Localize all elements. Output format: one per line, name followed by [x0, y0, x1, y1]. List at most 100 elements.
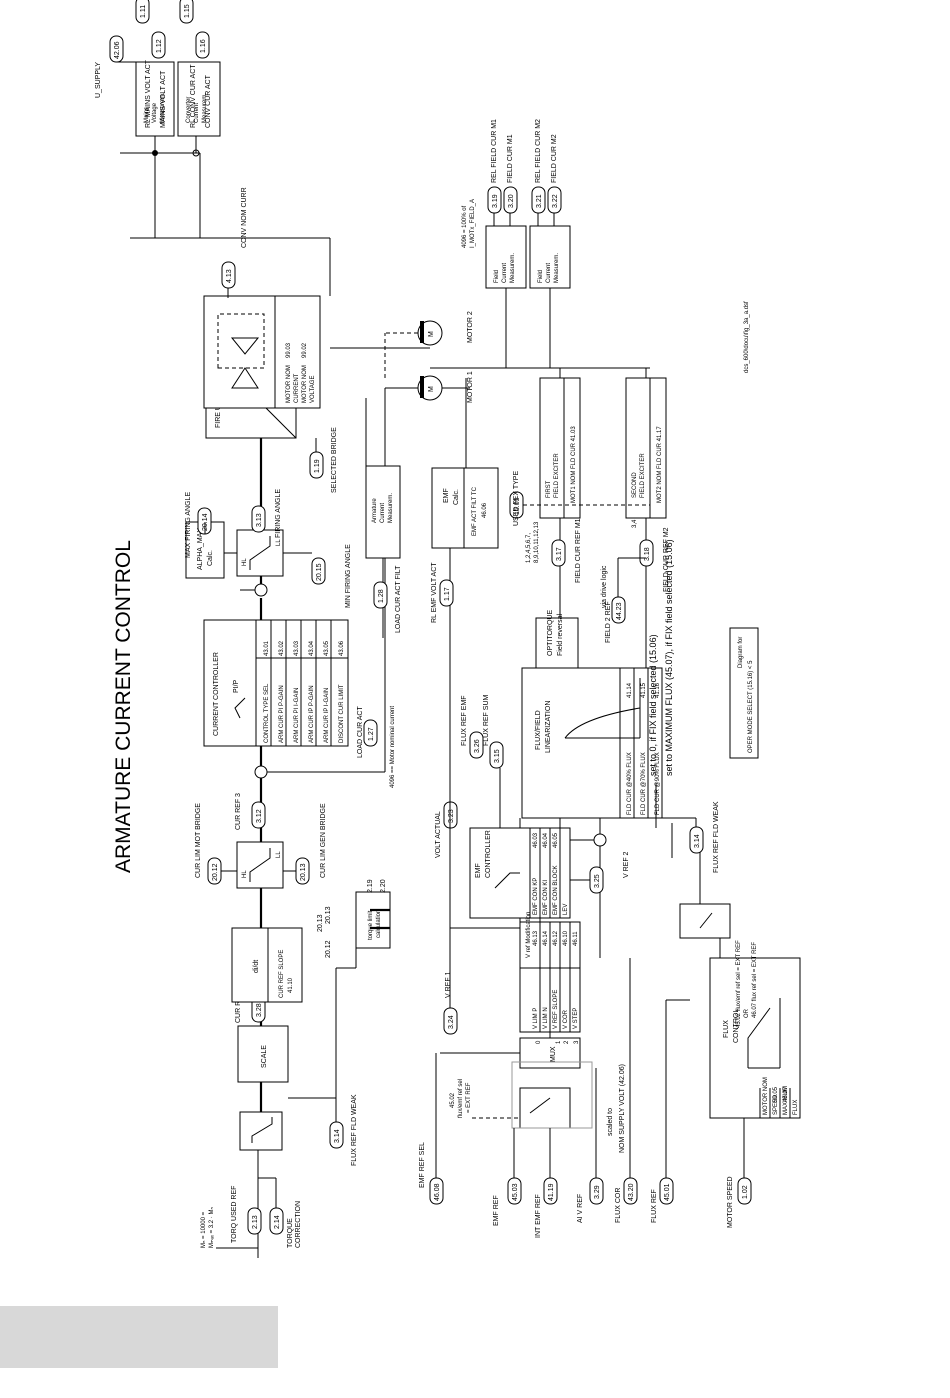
- param-pill[interactable]: 3.24: [443, 1007, 458, 1035]
- mux-grey-frame: [511, 1061, 593, 1129]
- svg-text:1.02: 1.02: [742, 1185, 749, 1199]
- flux-lin-1: FLUX/FIELD: [535, 710, 542, 750]
- param-pill[interactable]: 1.16: [195, 31, 210, 59]
- param-pill[interactable]: 45.03: [507, 1177, 522, 1205]
- param-pill[interactable]: 3.21: [531, 186, 546, 214]
- bridge-dashed: [217, 313, 265, 369]
- param-pill[interactable]: 42.06: [109, 35, 124, 63]
- param-row-name: SPEED: [773, 1094, 779, 1115]
- param-pill[interactable]: 3.12: [251, 801, 266, 829]
- param-pill[interactable]: 3.15: [489, 741, 504, 769]
- param-pill[interactable]: 3.25: [589, 866, 604, 894]
- mux-in-1: 1: [556, 1040, 562, 1044]
- param-pill[interactable]: 3.26: [469, 731, 484, 759]
- diagram-note-box: [729, 627, 759, 759]
- param-pill[interactable]: 2.14: [269, 1207, 284, 1235]
- hl-label: HL: [242, 870, 248, 878]
- emf-calc-1: EMF: [443, 488, 450, 503]
- param-row-id: 43.04: [309, 640, 315, 656]
- tl-out-b: 2.20: [380, 879, 387, 893]
- param-pill[interactable]: 1.19: [309, 451, 324, 479]
- param-row-name: EMF CON BLOCK: [553, 865, 559, 915]
- param-row-name: ARM CUR IP I-GAIN: [324, 688, 330, 743]
- param-pill[interactable]: 2.13: [247, 1207, 262, 1235]
- param-row-id: 46.12: [553, 930, 559, 946]
- motor-nom-current-2: CURRENT: [294, 373, 300, 403]
- mux-in-0: 0: [536, 1040, 542, 1044]
- fld-note-1: 4096 = 100% of: [462, 205, 468, 248]
- param-pill[interactable]: 20.15: [311, 557, 326, 585]
- didt-label: di/dt: [253, 960, 260, 973]
- svg-text:1.15: 1.15: [184, 4, 191, 18]
- used-fex-type-label: USED FEX TYPE: [513, 471, 520, 526]
- param-pill[interactable]: 1.11: [135, 0, 150, 24]
- param-pill[interactable]: 1.15: [179, 0, 194, 24]
- mains-meas-3: Measurem.: [160, 93, 166, 123]
- param-pill[interactable]: 3.13: [251, 505, 266, 533]
- param-row-name: EMF CON KP: [533, 878, 539, 915]
- param-pill[interactable]: 3.14: [329, 1121, 344, 1149]
- svg-text:3.15: 3.15: [494, 749, 501, 763]
- torque-limit-label-2: calculation: [376, 910, 382, 938]
- param-row-id: 41.15: [641, 682, 647, 698]
- set-to-0-label: set to 0, if FIX field selected (15.06): [648, 634, 658, 776]
- param-pill[interactable]: 3.19: [487, 186, 502, 214]
- conv-meas-block: [177, 61, 221, 137]
- conv-meas-1: Converter: [186, 97, 192, 123]
- flux-cor-label: FLUX COR: [615, 1188, 622, 1223]
- emf-ctrl-1: EMF: [475, 863, 482, 878]
- svg-text:1.12: 1.12: [156, 39, 163, 53]
- fm2-1: Field: [538, 270, 544, 283]
- flux-control-block: [709, 957, 801, 1119]
- torque-correction-2: CORRECTION: [295, 1201, 302, 1248]
- fex-34: 3,4: [632, 519, 638, 528]
- svg-text:3.29: 3.29: [594, 1185, 601, 1199]
- flux-ref-fld-weak-label-b: FLUX REF FLD WEAK: [713, 801, 720, 873]
- rl-emf-volt-act-label: RL EMF VOLT ACT: [431, 562, 438, 623]
- motor-2-field: [420, 321, 424, 343]
- motor-nom-current-id: 99.03: [286, 342, 292, 358]
- emf-ref-label: EMF REF: [493, 1195, 500, 1226]
- tl-in-c: 20.13: [317, 914, 324, 932]
- param-pill[interactable]: 1.28: [373, 581, 388, 609]
- alpha-max-label-1: ALPHA_MAX: [197, 528, 204, 570]
- thyristor-bridge-block: [203, 295, 321, 409]
- param-pill[interactable]: 45.01: [659, 1177, 674, 1205]
- param-pill[interactable]: 44.23: [611, 596, 626, 624]
- param-pill[interactable]: 1.27: [363, 719, 378, 747]
- param-pill[interactable]: 1.17: [439, 579, 454, 607]
- first-fex-2: FIELD EXCITER: [554, 453, 560, 498]
- param-pill[interactable]: 3.17: [551, 539, 566, 567]
- param-pill[interactable]: 43.20: [623, 1177, 638, 1205]
- param-pill[interactable]: 3.14: [689, 826, 704, 854]
- second-fex-2: FIELD EXCITER: [640, 453, 646, 498]
- mot1-nom-fld: MOT1 NOM FLD CUR 41.03: [571, 426, 577, 503]
- svg-text:3.13: 3.13: [256, 513, 263, 527]
- param-row-id: 41.14: [627, 682, 633, 698]
- param-pill[interactable]: 3.29: [589, 1177, 604, 1205]
- svg-text:2.13: 2.13: [252, 1215, 259, 1229]
- param-pill[interactable]: 1.12: [151, 31, 166, 59]
- v-ref-2-label: V REF 2: [623, 851, 630, 878]
- flux-control-2: CONTROL: [733, 1009, 740, 1043]
- param-pill[interactable]: 20.12: [207, 857, 222, 885]
- field-cur-ref-m1-label: FIELD CUR REF M1: [575, 518, 582, 583]
- param-pill[interactable]: 1.02: [737, 1177, 752, 1205]
- param-pill[interactable]: 20.13: [295, 857, 310, 885]
- param-pill[interactable]: 41.19: [543, 1177, 558, 1205]
- emf-act-filt-id: 46.06: [482, 502, 488, 518]
- param-pill[interactable]: 46.08: [429, 1177, 444, 1205]
- motor-nom-current-note: 4096 == Motor nominal current: [390, 706, 396, 788]
- param-row-name: MOTOR NOM: [763, 1077, 769, 1115]
- param-row-id: 43.06: [339, 640, 345, 656]
- param-pill[interactable]: 3.22: [547, 186, 562, 214]
- param-pill[interactable]: 4.13: [221, 261, 236, 289]
- field-2-ref-label: FIELD 2 REF: [605, 601, 612, 643]
- svg-text:1.16: 1.16: [200, 39, 207, 53]
- optitorque-1: OPTITORQUE: [547, 610, 554, 656]
- load-cur-act-label: LOAD CUR ACT: [357, 706, 364, 758]
- file-ref-label: dcs_600\docu\fig_3a_a.dsf: [744, 301, 750, 373]
- svg-text:15.05: 15.05: [514, 497, 521, 515]
- param-pill[interactable]: 3.18: [639, 539, 654, 567]
- param-pill[interactable]: 3.20: [503, 186, 518, 214]
